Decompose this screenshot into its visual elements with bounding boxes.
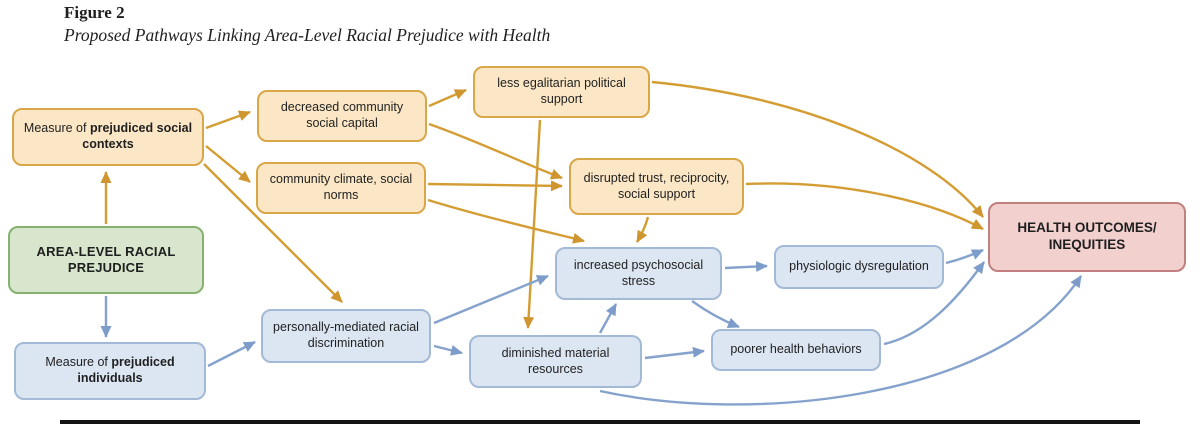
node-poorer-health-behaviors: poorer health behaviors: [711, 329, 881, 371]
node-decreased-community-social-capital: decreased community social capital: [257, 90, 427, 142]
arrow-disrupted-trust-to-psychosocial-stress: [635, 216, 650, 243]
figure-caption: Proposed Pathways Linking Area-Level Rac…: [64, 25, 551, 45]
arrow-political-support-to-material-resources: [523, 119, 542, 329]
arrow-contexts-to-social-capital: [205, 110, 251, 130]
arrow-community-climate-to-disrupted-trust: [427, 180, 563, 192]
node-label: HEALTH OUTCOMES/ INEQUITIES: [1017, 220, 1157, 252]
arrow-personally-mediated-to-resources: [433, 344, 463, 356]
node-area-level-racial-prejudice: AREA-LEVEL RACIAL PREJUDICE: [8, 226, 204, 294]
node-label: poorer health behaviors: [730, 342, 862, 357]
arrow-disrupted-trust-to-health: [745, 182, 984, 231]
node-less-egalitarian-political-support: less egalitarian political support: [473, 66, 650, 118]
arrow-social-capital-to-disrupted-trust: [428, 122, 563, 180]
arrow-stress-to-dysregulation: [724, 261, 768, 273]
arrow-personally-mediated-to-stress: [433, 274, 549, 325]
arrow-dysregulation-to-health: [945, 248, 984, 265]
node-label: less egalitarian political support: [497, 76, 626, 106]
figure-label: Figure 2: [64, 3, 125, 22]
node-label: personally-mediated racial discriminatio…: [273, 320, 419, 350]
node-label: Measure of prejudiced social contexts: [23, 121, 193, 151]
node-label: community climate, social norms: [269, 172, 413, 202]
node-community-climate-social-norms: community climate, social norms: [256, 162, 426, 214]
arrow-resources-to-stress: [598, 303, 618, 334]
node-diminished-material-resources: diminished material resources: [469, 335, 642, 388]
node-label: decreased community social capital: [280, 100, 404, 130]
arrow-resources-to-behaviors: [644, 346, 705, 360]
arrow-contexts-to-personally-mediated: [203, 163, 343, 303]
node-label: increased psychosocial stress: [573, 257, 704, 288]
arrow-stress-to-behaviors: [691, 300, 740, 329]
node-label: diminished material resources: [501, 345, 610, 376]
node-health-outcomes-inequities: HEALTH OUTCOMES/ INEQUITIES: [988, 202, 1186, 272]
arrow-contexts-to-community-climate: [205, 145, 251, 183]
bottom-rule: [60, 420, 1140, 424]
arrow-political-support-to-health: [651, 80, 984, 218]
node-label: disrupted trust, reciprocity, social sup…: [583, 170, 730, 201]
arrow-individuals-to-personally-mediated: [207, 340, 256, 368]
node-increased-psychosocial-stress: increased psychosocial stress: [555, 247, 722, 300]
arrow-social-capital-to-political-support: [428, 88, 467, 108]
node-personally-mediated-racial-discrimination: personally-mediated racial discriminatio…: [261, 309, 431, 363]
arrow-behaviors-to-health: [883, 261, 985, 346]
node-physiologic-dysregulation: physiologic dysregulation: [774, 245, 944, 289]
arrow-resources-to-health-bottom: [599, 275, 1083, 406]
node-label: AREA-LEVEL RACIAL PREJUDICE: [36, 243, 176, 275]
node-disrupted-trust-reciprocity-social-support: disrupted trust, reciprocity, social sup…: [569, 158, 744, 215]
node-label: physiologic dysregulation: [789, 259, 929, 274]
node-prejudiced-individuals: Measure of prejudiced individuals: [14, 342, 206, 400]
node-label: Measure of prejudiced individuals: [45, 355, 175, 385]
arrow-community-climate-to-psychosocial-stress: [427, 198, 585, 244]
node-prejudiced-social-contexts: Measure of prejudiced social contexts: [12, 108, 204, 166]
